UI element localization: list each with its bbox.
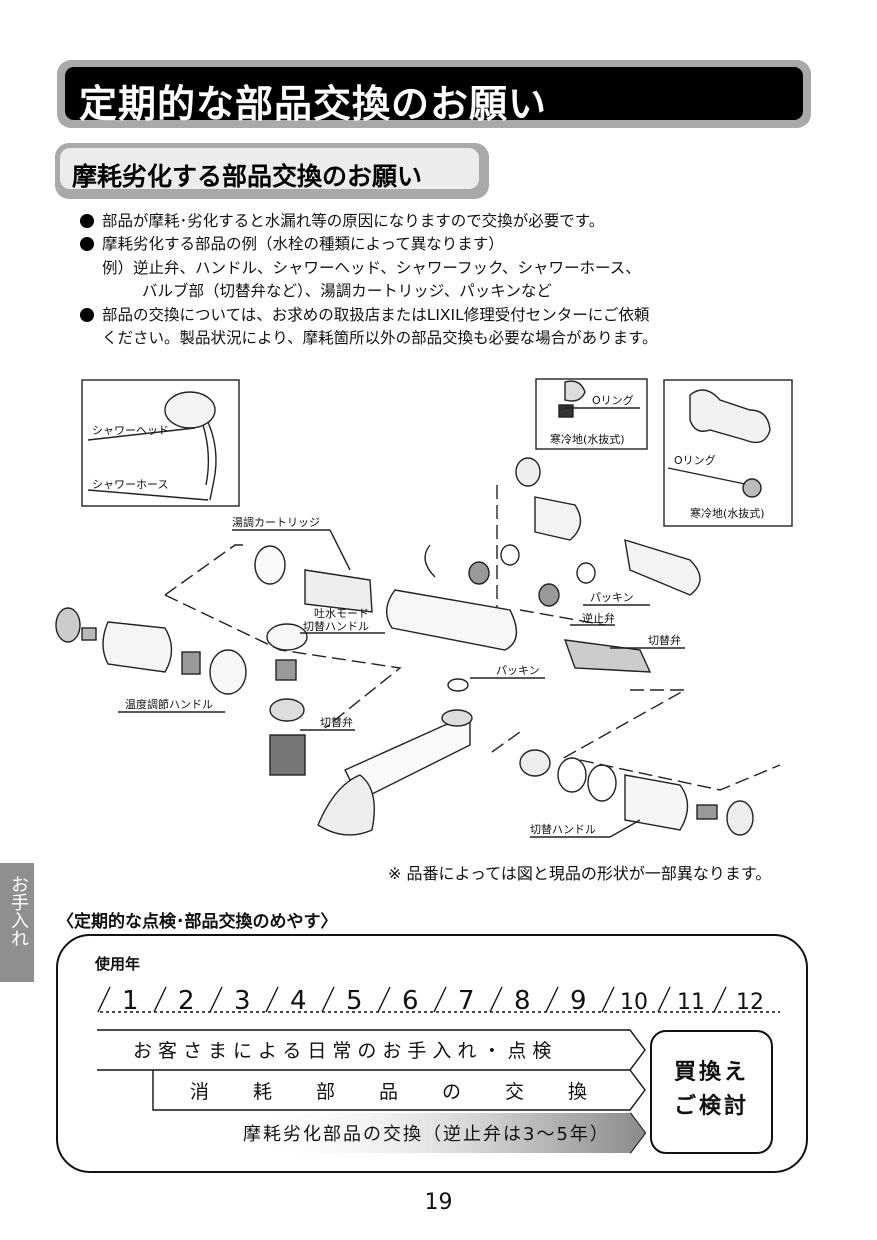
year-11: 11 (677, 990, 705, 1015)
label-shower-hose: シャワーホース (92, 478, 168, 491)
bar-daily-care (97, 1029, 646, 1071)
guide-box (56, 934, 808, 1173)
bar-consumable-char: 交 (505, 1081, 530, 1103)
bar-wear-parts (250, 1113, 645, 1153)
shape-note: ※ 品番によっては図と現品の形状が一部異なります。 (388, 864, 772, 883)
year-5: 5 (346, 986, 363, 1016)
subtitle-inner: 摩耗劣化する部品交換のお願い (60, 148, 479, 191)
shower-hose-shape (207, 421, 217, 501)
temp-handle-shape (102, 621, 173, 673)
bullet-text: 部品が摩耗･劣化すると水漏れ等の原因になりますので交換が必要です。 (102, 212, 605, 230)
bullet-dot (80, 214, 94, 228)
label-packing: パッキン (496, 664, 540, 677)
bullet-continuation: ください。製品状況により、摩耗箇所以外の部品交換も必要な場合があります。 (102, 329, 658, 348)
label-o-ring: Oリング (674, 453, 716, 467)
bar-consumable-char: 部 (316, 1081, 341, 1103)
year-1: 1 (122, 986, 139, 1016)
bar-consumable-char: の (442, 1081, 467, 1103)
bullet-text: 部品の交換については、お求めの取扱店またはLIXIL修理受付センターにご依頼 (102, 305, 650, 324)
year-12: 12 (736, 990, 764, 1015)
label-cold-region: 寒冷地(水抜式) (550, 432, 625, 446)
title-inner: 定期的な部品交換のお願い (65, 67, 803, 126)
bullet-dot (80, 307, 94, 322)
replace-line: 買換え (673, 1060, 749, 1085)
label-cold-region: 寒冷地(水抜式) (690, 506, 765, 520)
bullet-item: 摩耗劣化する部品の例（水栓の種類によって異なります） (80, 233, 840, 256)
label-temp-handle: 温度調節ハンドル (125, 697, 213, 711)
bullet-continuation: バルブ部（切替弁など）、湯調カートリッジ、パッキンなど (142, 282, 552, 301)
label-packing: パッキン (590, 591, 634, 604)
side-tab-label: お手入れ (8, 875, 29, 947)
bullet-dot (80, 237, 94, 252)
label-switch-valve: 切替弁 (320, 715, 353, 729)
replace-box: 買換え ご検討 (650, 1030, 773, 1154)
bar-consumable-char: 換 (568, 1081, 593, 1103)
switch-handle-shape (624, 774, 689, 831)
label-temp-cartridge: 湯調カートリッジ (232, 515, 320, 529)
year-3: 3 (234, 986, 251, 1016)
year-9: 9 (570, 986, 587, 1016)
label-switch-valve: 切替弁 (648, 633, 681, 647)
temp-cartridge-shape (304, 569, 373, 613)
year-7: 7 (458, 986, 475, 1016)
bullet-continuation: 例）逆止弁、ハンドル、シャワーヘッド、シャワーフック、シャワーホース、 (102, 258, 641, 277)
faucet-exploded-diagram: シャワーヘッド シャワーホース Oリング 寒冷地(水抜式) Oリング 寒冷地(水… (55, 378, 793, 838)
shower-inset-box (81, 379, 240, 507)
year-8: 8 (514, 986, 531, 1016)
bullet-item: 部品の交換については、お求めの取扱店またはLIXIL修理受付センターにご依頼 (80, 304, 840, 327)
bar-wear-parts-label: 摩耗劣化部品の交換（逆止弁は3〜5年） (243, 1124, 610, 1145)
label-check-valve: 逆止弁 (582, 611, 615, 625)
oring-inset-2 (663, 379, 793, 527)
mixer-body (386, 589, 518, 651)
label-switch-handle: 切替ハンドル (530, 822, 596, 836)
title-bar: 定期的な部品交換のお願い (57, 60, 811, 128)
bar-consumable-char: 耗 (253, 1081, 278, 1103)
switch-valve-shape (563, 639, 652, 673)
page-title: 定期的な部品交換のお願い (79, 82, 548, 126)
guide-title: 〈定期的な点検･部品交換のめやす〉 (57, 912, 338, 932)
year-10: 10 (620, 990, 648, 1015)
bullet-text: 摩耗劣化する部品の例（水栓の種類によって異なります） (102, 235, 504, 254)
bullet-list: 部品が摩耗･劣化すると水漏れ等の原因になりますので交換が必要です。 摩耗劣化する… (80, 210, 840, 350)
label-shower-head: シャワーヘッド (92, 424, 169, 437)
years-label: 使用年 (95, 955, 141, 973)
label-o-ring: Oリング (592, 393, 634, 407)
bar-daily-care-label: お客さまによる日常のお手入れ・点検 (133, 1040, 557, 1062)
replace-text: 買換え ご検討 (652, 1056, 771, 1124)
side-tab: お手入れ (0, 863, 34, 982)
label-switch-handle: 切替ハンドル (303, 619, 369, 633)
year-6: 6 (402, 986, 419, 1016)
bar-consumable-char: 品 (379, 1081, 404, 1103)
oring-inset-1 (535, 378, 648, 450)
section-subtitle: 摩耗劣化する部品交換のお願い (72, 162, 423, 191)
label-spout-mode: 吐水モード (314, 607, 369, 620)
replace-line: ご検討 (673, 1094, 749, 1119)
year-4: 4 (290, 986, 307, 1016)
page-number: 19 (424, 1190, 453, 1215)
bar-consumable-char: 消 (190, 1081, 215, 1103)
subtitle-bar: 摩耗劣化する部品交換のお願い (55, 143, 489, 199)
bullet-item: 部品が摩耗･劣化すると水漏れ等の原因になりますので交換が必要です。 (80, 210, 840, 233)
year-2: 2 (178, 986, 195, 1016)
